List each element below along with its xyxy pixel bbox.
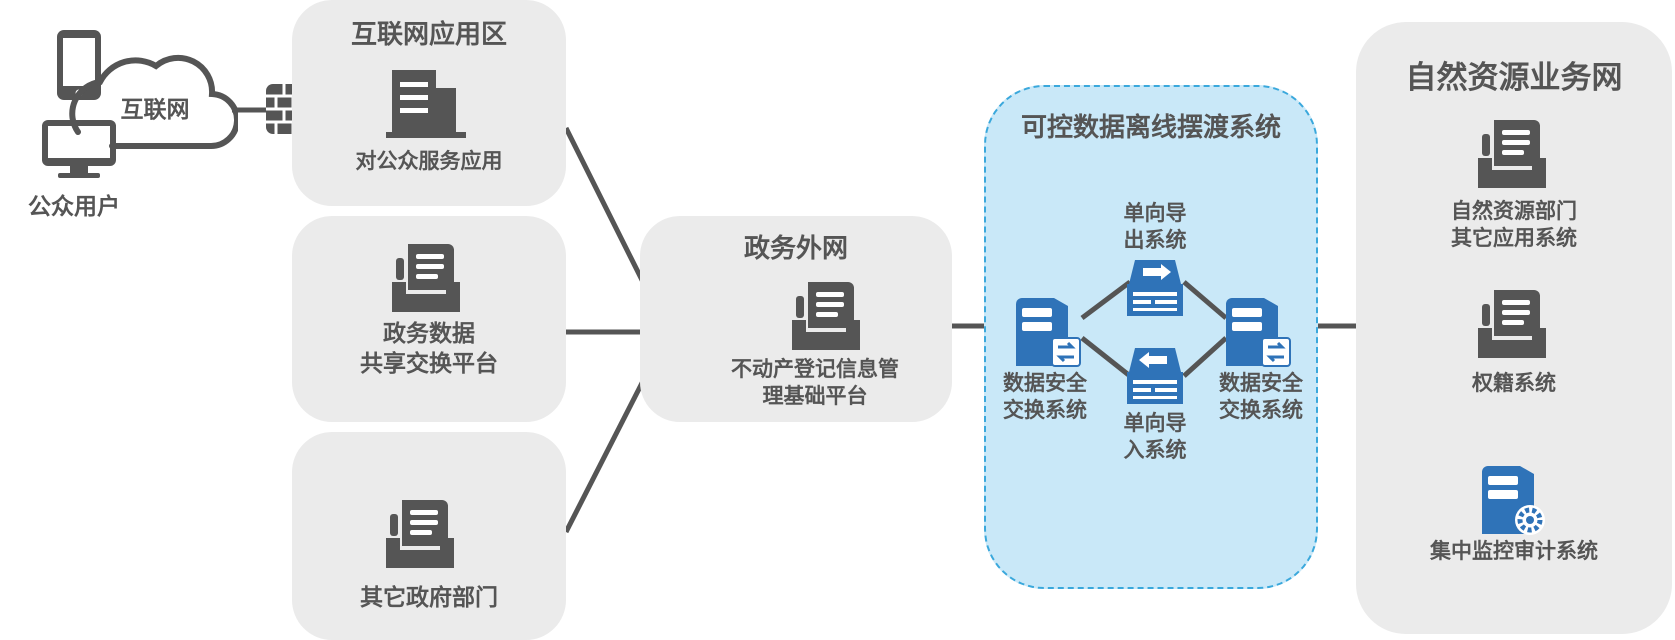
internet-zone-title: 互联网应用区 <box>350 20 507 50</box>
import-system-label: 单向导 入系统 <box>1123 411 1187 463</box>
public-service-app-label: 对公众服务应用 <box>355 149 503 173</box>
server-settings-icon <box>1478 464 1550 536</box>
exchange-system-right-label: 数据安全 交换系统 <box>1219 371 1303 423</box>
export-device-icon <box>1125 258 1185 318</box>
import-device-icon <box>1125 346 1185 406</box>
natural-resources-title: 自然资源业务网 <box>1405 60 1623 96</box>
building-icon <box>386 68 466 140</box>
server-exchange-icon <box>1012 296 1084 368</box>
other-gov-panel: 其它政府部门 <box>292 432 566 640</box>
gov-data-exchange-panel: 政务数据 共享交换平台 <box>292 216 566 422</box>
ferry-system-title: 可控数据离线摆渡系统 <box>1020 113 1281 143</box>
phone-icon <box>55 28 103 102</box>
dept-apps-label: 自然资源部门 其它应用系统 <box>1451 199 1577 251</box>
document-tray-icon <box>1474 286 1550 360</box>
document-tray-icon <box>388 240 464 314</box>
internet-cloud-label: 互联网 <box>120 97 190 123</box>
ownership-system-label: 权籍系统 <box>1472 371 1556 395</box>
export-system-label: 单向导 出系统 <box>1123 201 1187 253</box>
document-tray-icon <box>788 278 864 352</box>
document-tray-icon <box>1474 116 1550 190</box>
internet-zone-panel: 互联网应用区 对公众服务应用 <box>292 0 566 206</box>
registration-platform-label: 不动产登记信息管 理基础平台 <box>731 357 899 409</box>
gov-data-exchange-label: 政务数据 共享交换平台 <box>360 321 498 377</box>
monitor-icon <box>40 118 118 180</box>
exchange-system-left-label: 数据安全 交换系统 <box>1003 371 1087 423</box>
document-tray-icon <box>382 496 458 570</box>
natural-resources-panel: 自然资源业务网 自然资源部门 其它应用系统 权籍系统 集中监控审计系统 <box>1356 22 1672 634</box>
gov-extranet-title: 政务外网 <box>743 234 848 264</box>
public-user-label: 公众用户 <box>28 194 120 220</box>
cloud-icon <box>60 42 240 162</box>
other-gov-label: 其它政府部门 <box>360 585 498 611</box>
audit-system-label: 集中监控审计系统 <box>1430 539 1598 563</box>
server-exchange-icon <box>1222 296 1294 368</box>
gov-extranet-panel: 政务外网 不动产登记信息管 理基础平台 <box>640 216 952 422</box>
